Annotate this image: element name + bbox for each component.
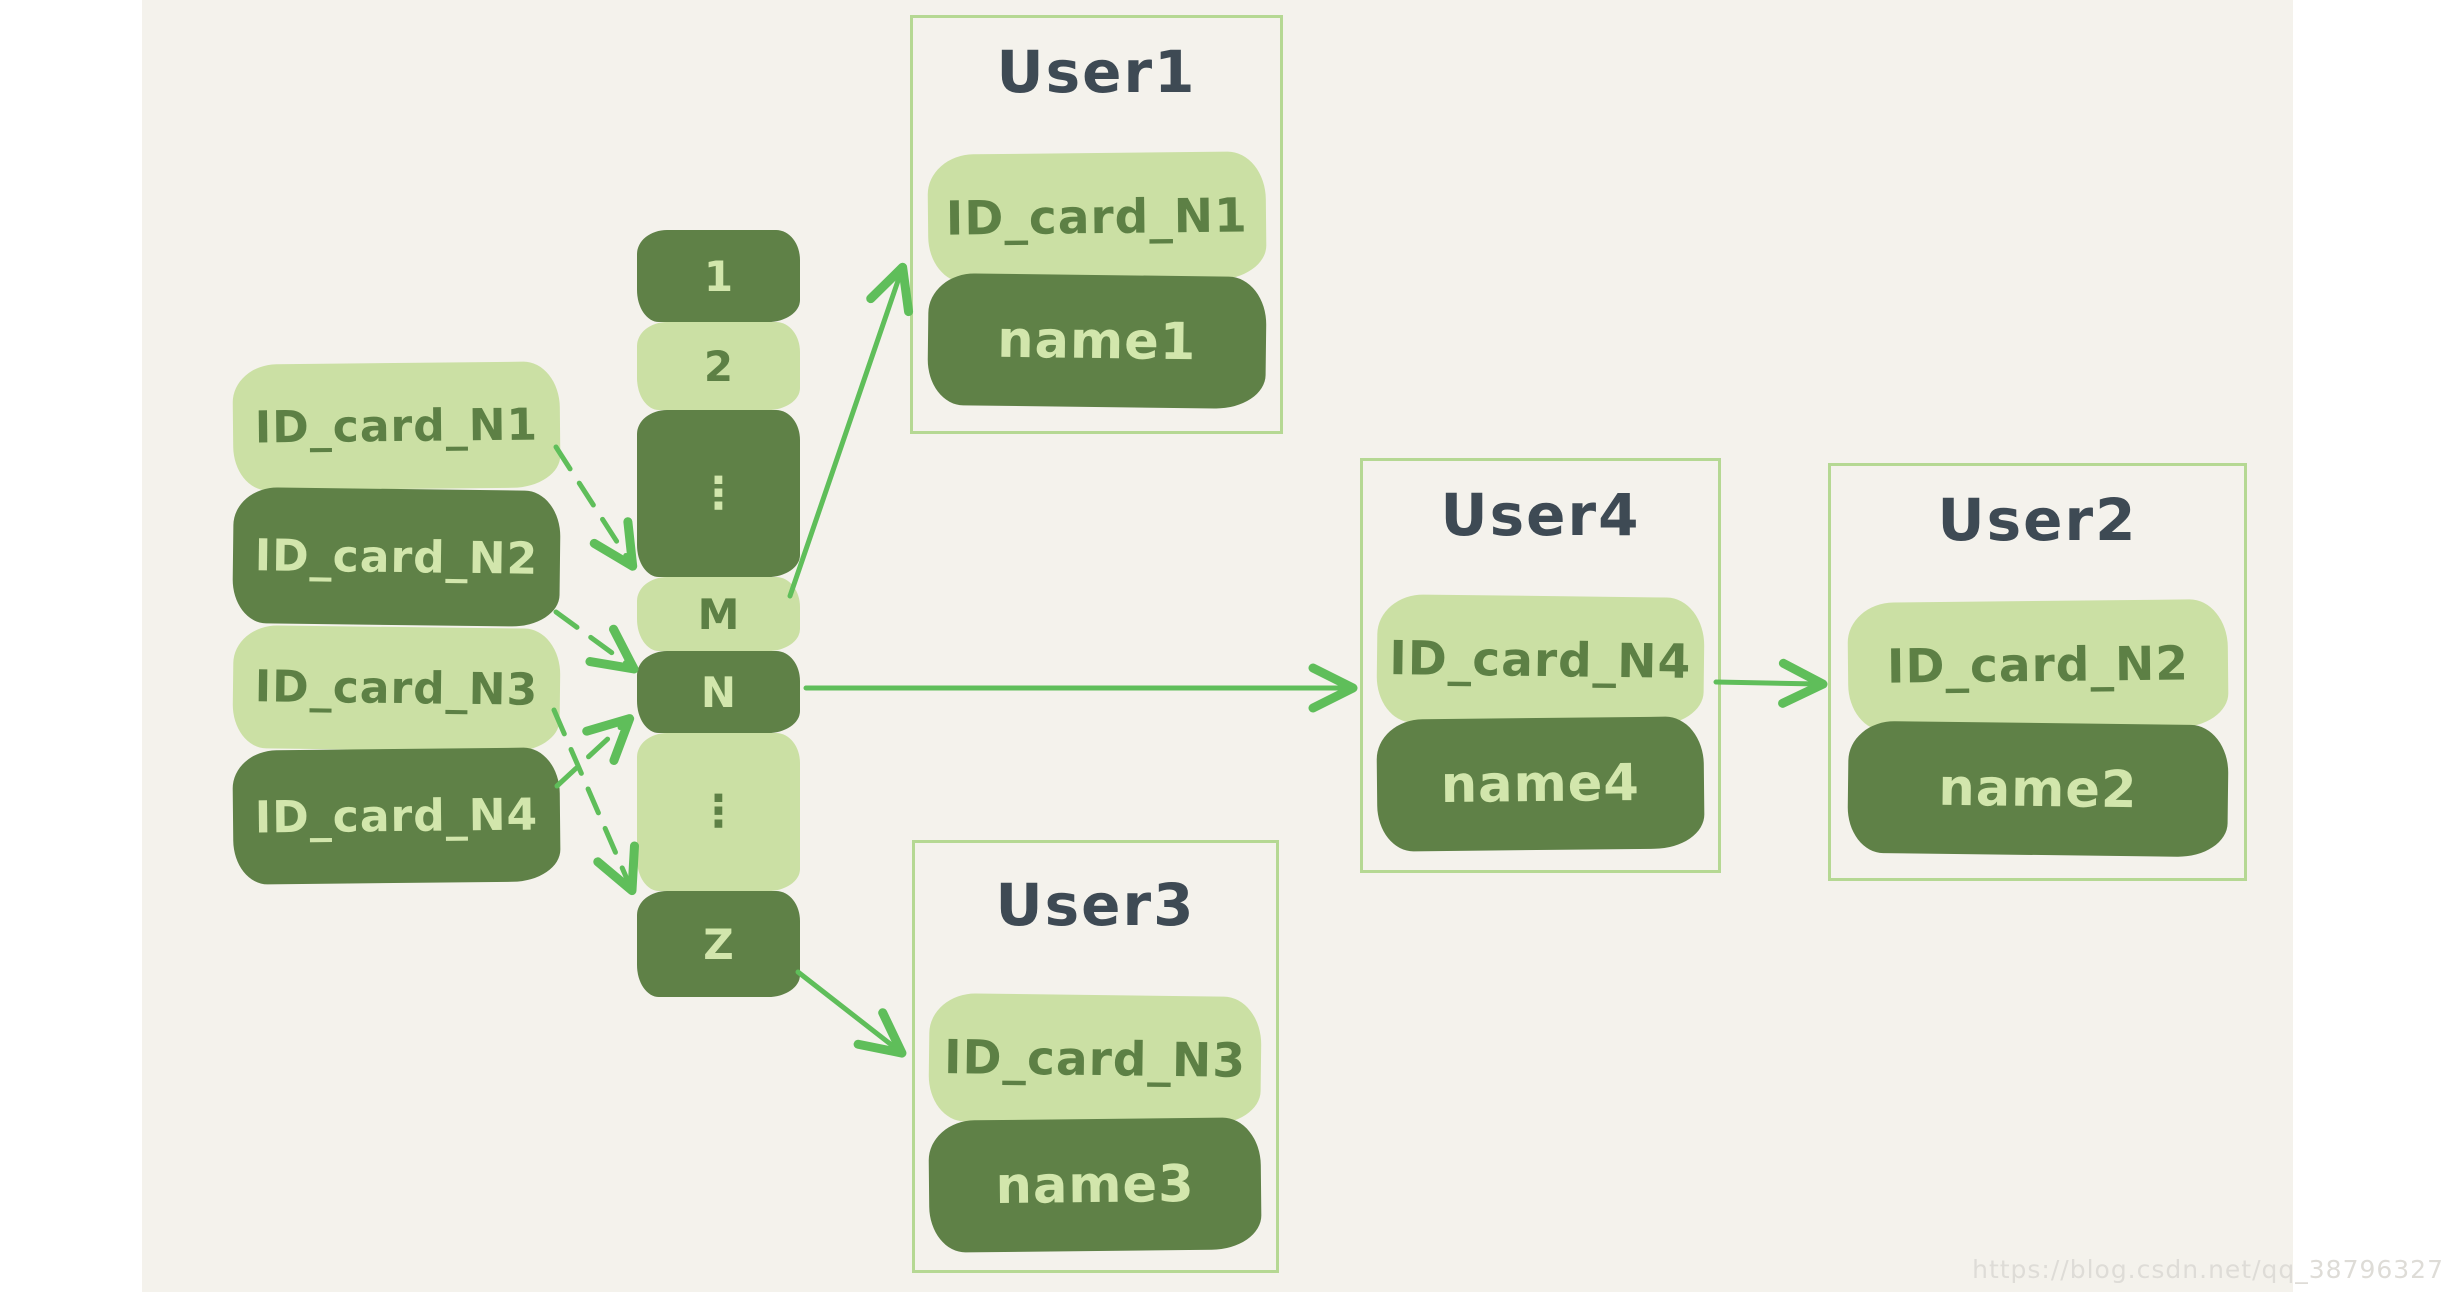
id-card-n1: ID_card_N1 <box>232 361 561 491</box>
bucket-ellipsis-lower: ⋮ <box>637 733 800 891</box>
id-card-n2: ID_card_N2 <box>232 487 561 627</box>
user3-name-chip: name3 <box>928 1117 1263 1253</box>
user3-box: User3 ID_card_N3 name3 <box>912 840 1279 1273</box>
watermark-url: https://blog.csdn.net/qq_38796327 <box>1972 1255 2444 1284</box>
user4-id-card-chip: ID_card_N4 <box>1376 594 1705 726</box>
user4-title: User4 <box>1440 481 1641 549</box>
id-card-n4: ID_card_N4 <box>232 747 561 885</box>
user4-box: User4 ID_card_N4 name4 <box>1360 458 1721 873</box>
user1-box: User1 ID_card_N1 name1 <box>910 15 1283 434</box>
user3-id-card-chip: ID_card_N3 <box>928 992 1263 1126</box>
user2-id-card-chip: ID_card_N2 <box>1846 599 2229 731</box>
bucket-ellipsis-upper: ⋮ <box>637 410 800 577</box>
user3-title: User3 <box>995 871 1196 939</box>
user1-id-card-chip: ID_card_N1 <box>927 151 1266 283</box>
bucket-m: M <box>637 577 800 651</box>
bucket-2: 2 <box>637 322 800 410</box>
user1-name-chip: name1 <box>926 272 1267 410</box>
user2-name-chip: name2 <box>1846 720 2229 858</box>
user2-title: User2 <box>1937 486 2138 554</box>
user1-title: User1 <box>996 38 1197 106</box>
id-card-n3: ID_card_N3 <box>232 625 561 752</box>
user4-name-chip: name4 <box>1376 716 1705 852</box>
bucket-z: Z <box>637 891 800 997</box>
bucket-1: 1 <box>637 230 800 322</box>
bucket-n: N <box>637 651 800 733</box>
user2-box: User2 ID_card_N2 name2 <box>1828 463 2247 881</box>
